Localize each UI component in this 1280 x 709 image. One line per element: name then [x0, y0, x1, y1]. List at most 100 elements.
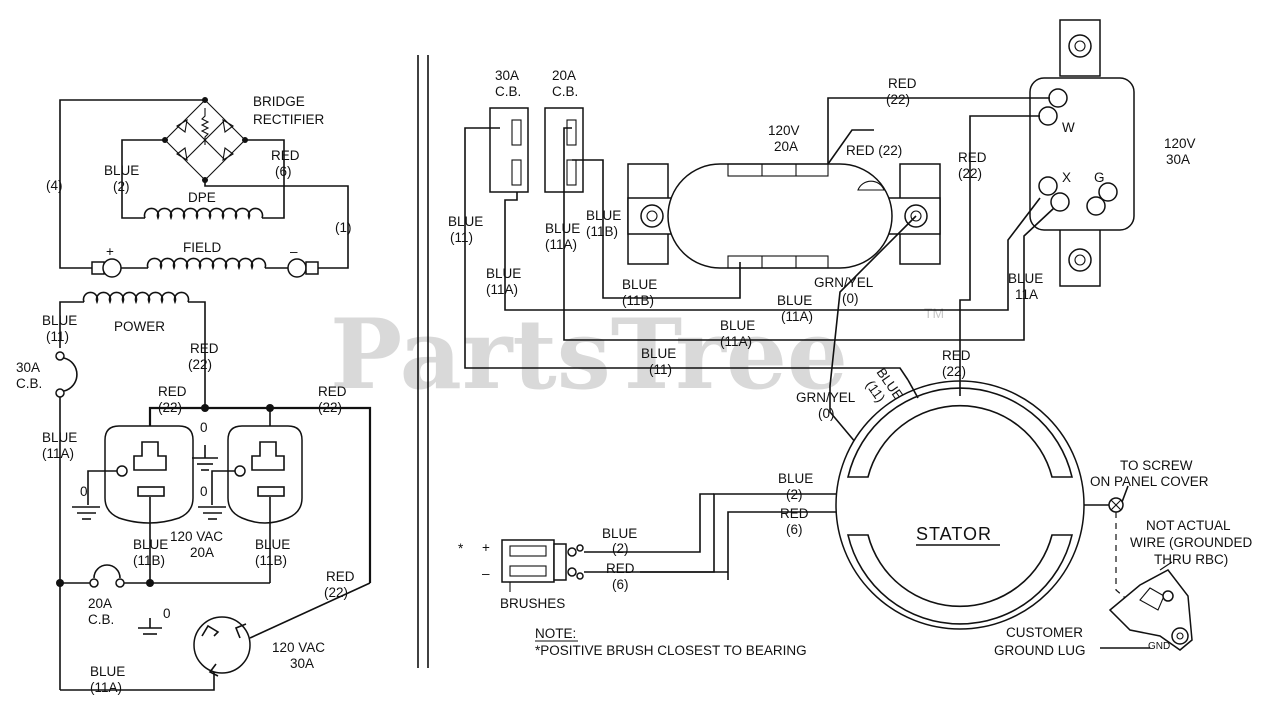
- wire-1: [204, 180, 349, 269]
- ground-icon: [138, 627, 162, 635]
- wire-blue-11: [464, 127, 909, 381]
- blue-11a-label-4: BLUE(11A): [720, 318, 755, 349]
- cb20-terminal: [89, 578, 99, 588]
- breaker-30a: [489, 107, 529, 193]
- receptacle-20a-right: [227, 425, 303, 524]
- terminal-x: X: [1062, 170, 1071, 185]
- brush-blue-label: BLUE(2): [602, 526, 637, 556]
- gnd-label: GND: [1148, 641, 1170, 652]
- ground-icon: [198, 506, 226, 520]
- note-heading: NOTE:: [535, 626, 576, 641]
- receptacle-20a-left: [104, 425, 194, 524]
- brush-minus: –: [482, 566, 490, 581]
- terminal-w: W: [1062, 120, 1075, 135]
- cb20-terminal: [115, 578, 125, 588]
- blue-11-label: BLUE(11): [42, 313, 77, 344]
- watermark: PartsTree: [330, 298, 848, 411]
- field-brush-left: [102, 258, 122, 278]
- dpe-coil: [143, 207, 264, 221]
- red-22-label-c: RED(22): [318, 384, 347, 415]
- plus-sign: +: [106, 244, 114, 259]
- receptacle-120v-20a: [627, 163, 941, 269]
- dpe-label: DPE: [188, 190, 216, 205]
- red-22-mid-label: RED(22): [958, 150, 987, 181]
- field-brush-right: [287, 258, 307, 278]
- ground-lug-icon: [1108, 561, 1193, 651]
- blue-11b-label-1: BLUE(11B): [586, 208, 621, 239]
- wire-4: [59, 99, 205, 269]
- grn-yel-label-2: GRN/YEL(0): [796, 390, 856, 421]
- asterisk: *: [458, 541, 464, 556]
- brush-assembly: [501, 539, 584, 592]
- blue-2-label: BLUE(2): [778, 471, 813, 502]
- wire-blue-11a-a: [504, 192, 1041, 311]
- watermark-tm: TM: [924, 305, 944, 321]
- wire-blue-11: [59, 301, 84, 348]
- red-22-top-label: RED(22): [886, 76, 917, 107]
- wire-blue-11a-b: [563, 127, 1055, 341]
- ground-wire: [87, 470, 117, 505]
- red-6-label: RED(6): [780, 506, 809, 537]
- power-label: POWER: [114, 319, 165, 334]
- zero-label: 0: [163, 606, 171, 621]
- field-label: FIELD: [183, 240, 222, 255]
- cb20-arc: [93, 564, 121, 579]
- brushes-label: BRUSHES: [500, 596, 565, 611]
- cb30-terminal: [55, 351, 65, 361]
- blue-11a-label-1: BLUE(11A): [486, 266, 521, 297]
- wire-red-22: [188, 301, 206, 408]
- note-text: *POSITIVE BRUSH CLOSEST TO BEARING: [535, 643, 807, 658]
- power-coil: [82, 291, 190, 305]
- red-22-low-label: RED(22): [942, 348, 971, 379]
- brush-plus: +: [482, 540, 490, 555]
- red-22-bus: [148, 406, 372, 583]
- wire-red-22-recept: [827, 129, 874, 165]
- blue-11a-label: BLUE(11A): [42, 430, 77, 461]
- blue-11b-label-2: BLUE(11B): [622, 277, 657, 308]
- cb30-terminal: [55, 388, 65, 398]
- wire-red-6: [727, 511, 836, 580]
- wire-1-label: (1): [335, 220, 352, 235]
- zero-label: 0: [200, 420, 208, 435]
- brush-red-label: RED(6): [606, 561, 635, 592]
- wire-4-label: (4): [46, 178, 63, 193]
- receptacle-120v-30a: [1029, 19, 1135, 287]
- red-22-recept-label: RED (22): [846, 143, 902, 158]
- blue-11b-label: BLUE(11B): [255, 537, 290, 568]
- red-22-label-d: RED(22): [324, 569, 355, 600]
- wire-red-22-30a: [249, 582, 371, 639]
- wire-blue-2: [121, 139, 165, 219]
- red-22-label-b: RED(22): [158, 384, 187, 415]
- zero-label: 0: [80, 484, 88, 499]
- red-22-label-a: RED(22): [188, 341, 219, 372]
- field-coil: [146, 257, 267, 271]
- ground-icon: [72, 506, 100, 520]
- red-6-label: RED(6): [271, 148, 300, 179]
- field-terminal-right: [305, 261, 319, 275]
- wire-blue-11a-b: [60, 672, 215, 691]
- cb30-arc: [63, 357, 78, 392]
- zero-label: 0: [200, 484, 208, 499]
- grn-yel-label-1: GRN/YEL(0): [814, 275, 874, 306]
- blue-2-label: BLUE(2): [104, 163, 139, 194]
- stator-label: STATOR: [916, 524, 992, 544]
- blue-11a-label-2: BLUE(11A): [545, 221, 580, 252]
- terminal-g: G: [1094, 170, 1105, 185]
- not-actual-wire: [1115, 512, 1131, 603]
- blue-11a-label-3: BLUE(11A): [777, 293, 813, 324]
- wire-red-22-top: [827, 97, 1050, 164]
- minus-sign: –: [290, 244, 298, 259]
